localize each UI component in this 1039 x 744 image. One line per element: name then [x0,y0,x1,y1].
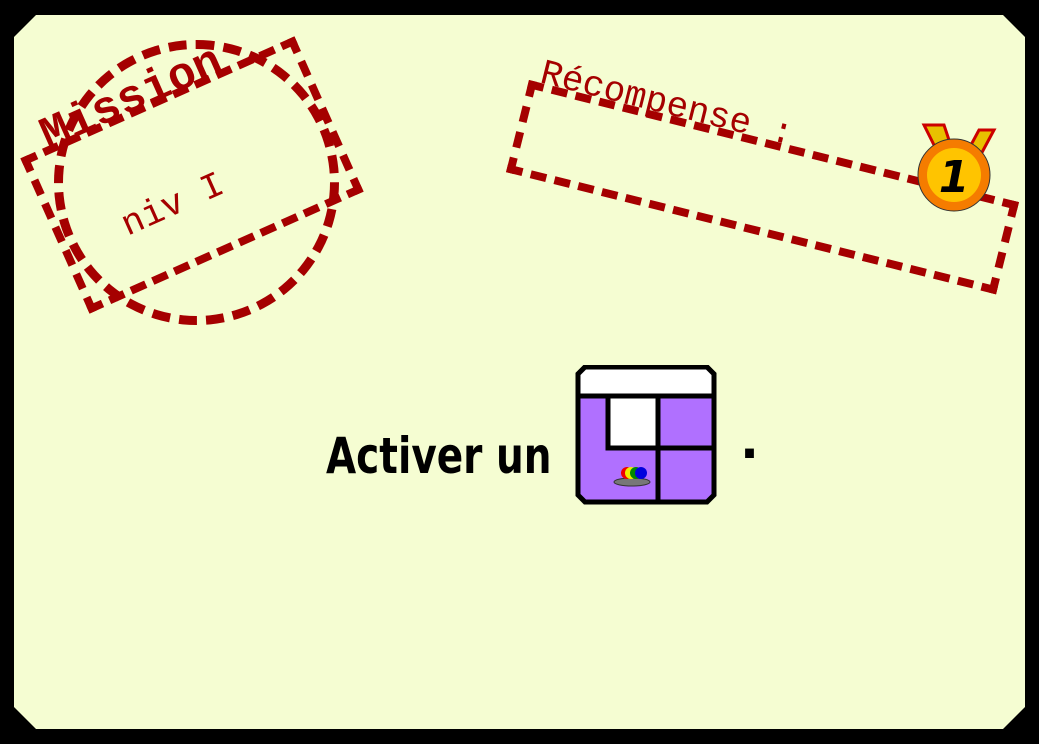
instruction-end: . [740,412,759,470]
mission-stamp: Mission niv I [14,15,414,355]
instruction-text: Activer un [326,427,552,485]
stamp-circle [54,40,339,325]
grid-block-icon [575,365,717,505]
medal-value: 1 [939,152,970,203]
mission-card: Mission niv I Récompense : 1 Activer un … [14,15,1025,729]
medal-icon: 1 [909,120,1009,220]
